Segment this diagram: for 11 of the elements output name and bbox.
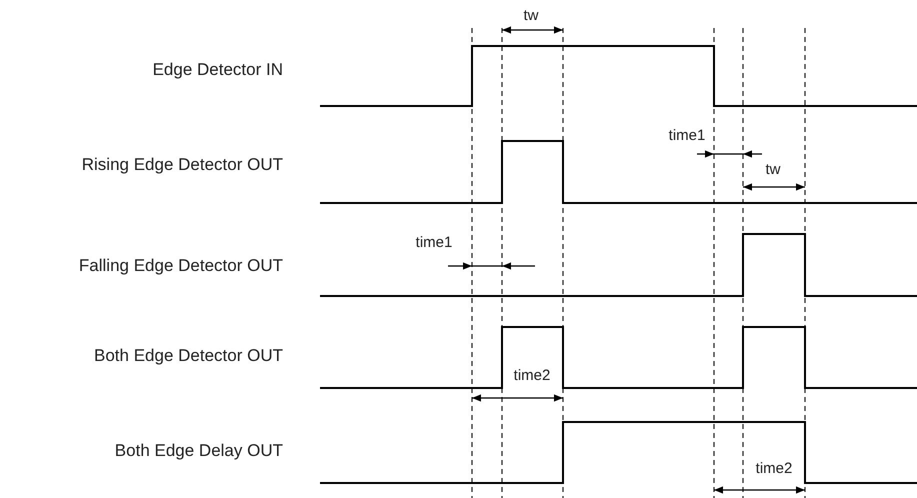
dimension-label: time1 — [668, 128, 706, 144]
dimension-label: time1 — [416, 235, 452, 252]
signal-label: Both Edge Detector OUT — [94, 347, 283, 366]
dimension-label: time2 — [756, 461, 792, 478]
signal-label: Both Edge Delay OUT — [114, 442, 283, 461]
signal-label: Edge Detector IN — [152, 61, 283, 80]
dimension-label: tw — [766, 162, 780, 178]
signal-label: Falling Edge Detector OUT — [78, 257, 283, 276]
dimension-label: tw — [524, 8, 538, 24]
dimension-label: time2 — [514, 368, 550, 384]
signal-label: Rising Edge Detector OUT — [82, 156, 283, 175]
